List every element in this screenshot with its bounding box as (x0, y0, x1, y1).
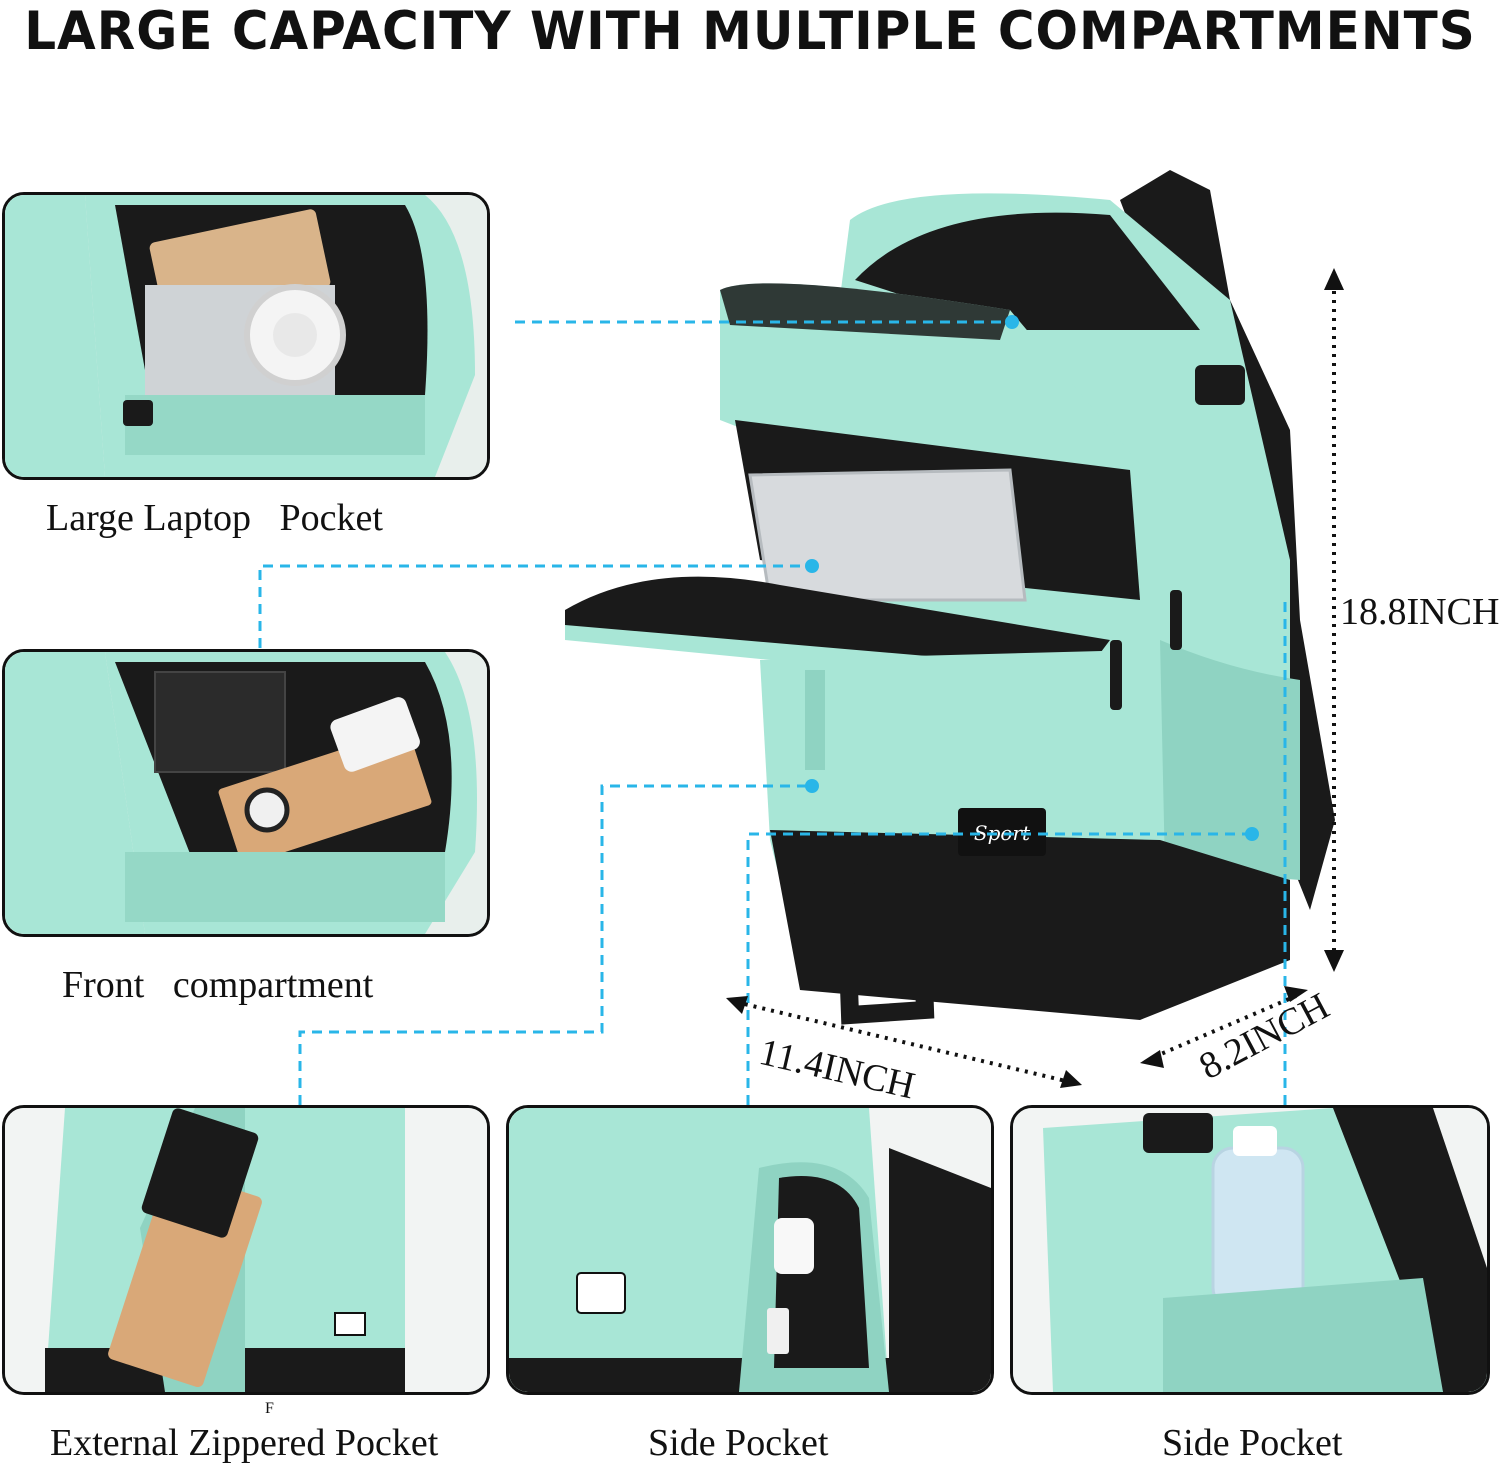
laptop-pocket-photo (2, 192, 490, 480)
laptop-pocket-caption: Large Laptop Pocket (46, 497, 383, 539)
width-dimension-label: 11.4INCH (755, 1030, 919, 1108)
small-mark: F (265, 1400, 274, 1417)
side-pocket-caption-1: Side Pocket (648, 1422, 829, 1464)
dimension-arrows (735, 282, 1336, 1084)
height-dimension-label: 18.8INCH (1340, 591, 1500, 633)
front-compartment-caption: Front compartment (62, 964, 374, 1006)
sport-patch-text: Sport (974, 821, 1031, 845)
front-compartment-photo (2, 649, 490, 937)
external-pocket-caption: External Zippered Pocket (50, 1422, 439, 1464)
side-pocket-photo-2 (1010, 1105, 1490, 1395)
side-pocket-caption-2: Side Pocket (1162, 1422, 1343, 1464)
external-pocket-photo (2, 1105, 490, 1395)
sport-patch (958, 808, 1046, 856)
leader-dots (805, 315, 1259, 841)
depth-dimension-label: 8.2INCH (1192, 984, 1337, 1088)
backpack-body (565, 170, 1335, 1025)
page-title: LARGE CAPACITY WITH MULTIPLE COMPARTMENT… (24, 0, 1476, 62)
side-pocket-photo-1 (506, 1105, 994, 1395)
